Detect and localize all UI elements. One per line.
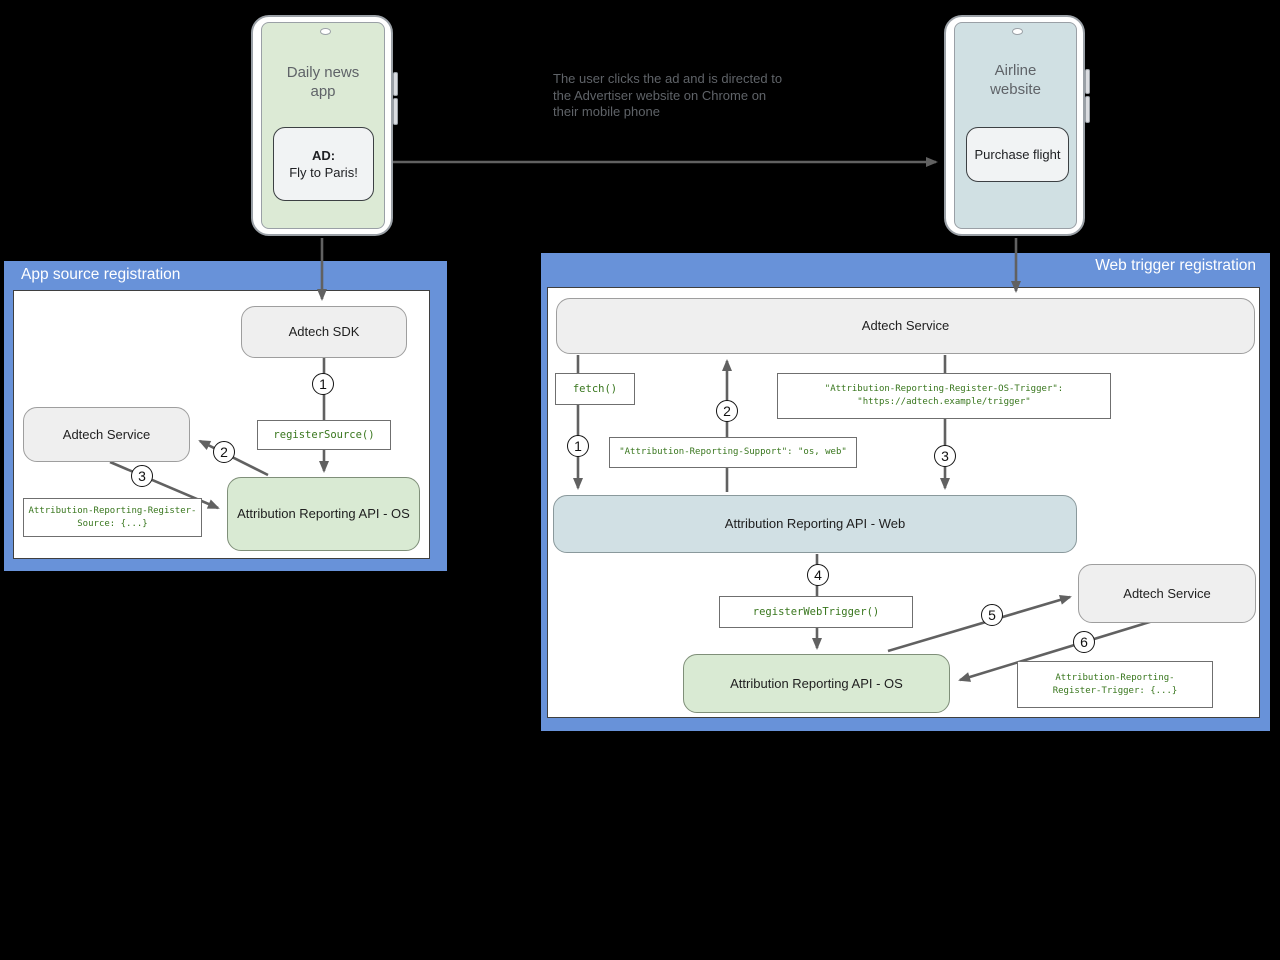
- node-adtech-sdk: Adtech SDK: [241, 306, 407, 358]
- daily-news-app-title: Daily news app: [262, 63, 384, 101]
- web-trigger-panel-title: Web trigger registration: [1095, 257, 1256, 274]
- node-adtech-service-left: Adtech Service: [23, 407, 190, 462]
- airline-website-title: Airline website: [955, 61, 1076, 99]
- purchase-flight-label: Purchase flight: [974, 147, 1061, 162]
- source-header-line1: Attribution-Reporting-Register-: [28, 505, 197, 516]
- phone-side-button: [1085, 69, 1090, 94]
- step-badge-3-right: 3: [934, 445, 956, 467]
- annotation-line3: their mobile phone: [553, 104, 660, 119]
- node-adtech-service-right: Adtech Service: [1078, 564, 1256, 623]
- annotation-line2: the Advertiser website on Chrome on: [553, 87, 767, 103]
- os-trigger-line2: "https://adtech.example/trigger": [857, 397, 1031, 407]
- step-badge-6-right: 6: [1073, 631, 1095, 653]
- airline-title-line1: Airline: [994, 62, 1037, 79]
- source-header-line2: Source: {...}: [77, 518, 148, 529]
- ad-text: Fly to Paris!: [289, 165, 358, 180]
- register-trigger-line2: Register-Trigger: {...}: [1052, 685, 1178, 696]
- purchase-flight-button: Purchase flight: [966, 127, 1069, 182]
- code-register-os-trigger-header: "Attribution-Reporting-Register-OS-Trigg…: [777, 373, 1111, 419]
- phone-side-button: [393, 72, 398, 96]
- camera-icon: [1012, 28, 1023, 35]
- step-badge-3-left: 3: [131, 465, 153, 487]
- phone-side-button: [1085, 96, 1090, 123]
- step-badge-5-right: 5: [981, 604, 1003, 626]
- step-badge-2-left: 2: [213, 441, 235, 463]
- daily-news-title-line1: Daily news: [286, 64, 360, 81]
- daily-news-title-line2: app: [310, 83, 336, 100]
- step-badge-1-left: 1: [312, 373, 334, 395]
- code-fetch: fetch(): [555, 373, 635, 405]
- app-source-panel-title: App source registration: [21, 266, 181, 283]
- node-attribution-api-os-right: Attribution Reporting API - OS: [683, 654, 950, 713]
- ad-heading: AD:: [311, 148, 336, 163]
- ad-card: AD: Fly to Paris!: [273, 127, 374, 201]
- node-adtech-service-top: Adtech Service: [556, 298, 1255, 354]
- node-attribution-api-web: Attribution Reporting API - Web: [553, 495, 1077, 553]
- register-trigger-line1: Attribution-Reporting-: [1055, 672, 1175, 683]
- daily-news-phone-screen: Daily news app AD: Fly to Paris!: [261, 22, 385, 229]
- code-support-header: "Attribution-Reporting-Support": "os, we…: [609, 437, 857, 468]
- node-attribution-api-os-left: Attribution Reporting API - OS: [227, 477, 420, 551]
- os-trigger-line1: "Attribution-Reporting-Register-OS-Trigg…: [824, 384, 1064, 394]
- step-badge-2-right: 2: [716, 400, 738, 422]
- daily-news-phone: Daily news app AD: Fly to Paris!: [251, 15, 398, 236]
- phone-side-button: [393, 98, 398, 125]
- code-register-trigger-header: Attribution-Reporting- Register-Trigger:…: [1017, 661, 1213, 708]
- step-badge-1-right: 1: [567, 435, 589, 457]
- camera-icon: [320, 28, 331, 35]
- code-register-source-header: Attribution-Reporting-Register- Source: …: [23, 498, 202, 537]
- code-register-web-trigger: registerWebTrigger(): [719, 596, 913, 628]
- step-badge-4-right: 4: [807, 564, 829, 586]
- code-register-source: registerSource(): [257, 420, 391, 450]
- airline-phone-screen: Airline website Purchase flight: [954, 22, 1077, 229]
- annotation-line1: The user clicks the ad and is directed t…: [553, 71, 783, 86]
- airline-title-line2: website: [990, 81, 1041, 98]
- click-annotation: The user clicks the ad and is directed t…: [553, 71, 782, 121]
- airline-phone: Airline website Purchase flight: [944, 15, 1090, 236]
